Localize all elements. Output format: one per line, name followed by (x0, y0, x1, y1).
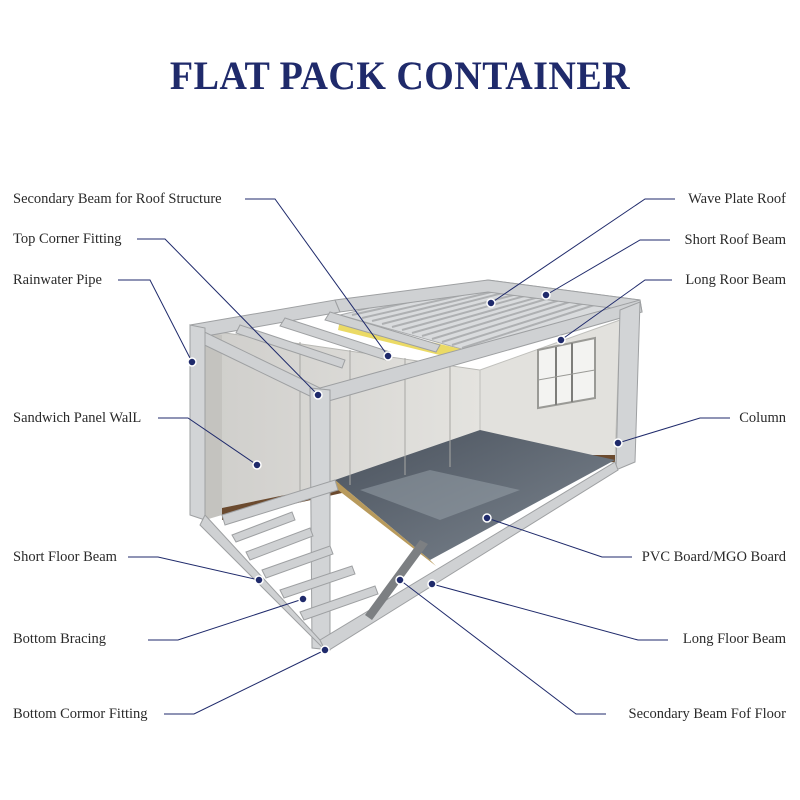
label-sandwich-panel-wall: Sandwich Panel WalL (13, 410, 142, 426)
label-short-roof-beam: Short Roof Beam (684, 232, 787, 248)
column-front-left (189, 324, 206, 521)
label-top-corner-fitting: Top Corner Fitting (13, 231, 122, 247)
label-long-floor-beam: Long Floor Beam (682, 631, 786, 647)
column-right (615, 301, 641, 471)
label-short-floor-beam: Short Floor Beam (13, 549, 117, 565)
diagram-title: FLAT PACK CONTAINER (169, 53, 631, 98)
label-rainwater-pipe: Rainwater Pipe (13, 272, 102, 288)
label-secondary-beam-floor: Secondary Beam Fof Floor (628, 706, 786, 722)
label-bottom-corner-fitting: Bottom Cormor Fitting (13, 706, 148, 722)
label-secondary-beam-roof: Secondary Beam for Roof Structure (13, 191, 222, 207)
label-column: Column (739, 410, 786, 426)
label-bottom-bracing: Bottom Bracing (13, 631, 107, 647)
label-long-roof-beam: Long Roor Beam (685, 272, 786, 288)
label-wave-plate-roof: Wave Plate Roof (688, 191, 786, 207)
window-illustration (537, 336, 596, 410)
label-pvc-board: PVC Board/MGO Board (641, 549, 786, 565)
